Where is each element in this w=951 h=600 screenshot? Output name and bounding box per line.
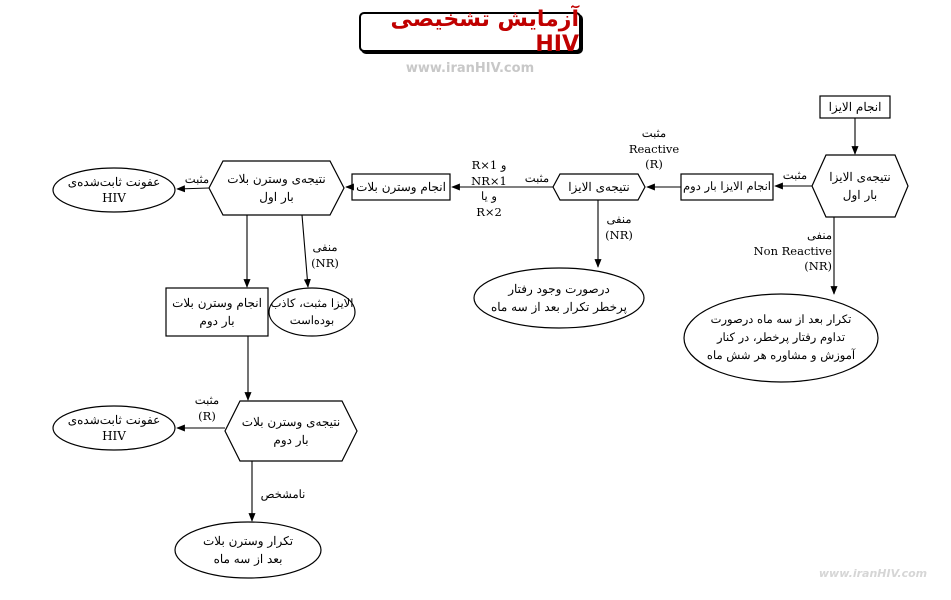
node-confirmed-first-shape <box>52 167 176 213</box>
node-wb-result-second-shape <box>224 400 358 462</box>
node-do-elisa-second: انجام الایزا بار دوم <box>683 179 771 194</box>
edge-label-positive-reactive: مثبت Reactive (R) <box>628 126 680 172</box>
node-do-elisa-second-shape <box>680 173 774 201</box>
node-repeat-wb-shape <box>174 521 322 579</box>
node-repeat-wb: تکرار وسترن بلات بعد از سه ماه <box>202 534 294 566</box>
node-confirmed-first: عفونت ثابت‌شده‌ی HIV <box>67 174 161 205</box>
node-elisa-false-positive: الایزا مثبت، کاذب بوده‌است <box>270 296 354 327</box>
node-repeat-counsel-shape <box>683 293 879 383</box>
edge-label-negative-wb1: منفی (NR) <box>311 240 339 270</box>
node-do-western-blot-shape <box>351 173 451 201</box>
edge-label-positive-first: مثبت <box>782 168 808 182</box>
node-elisa-result-first: نتیجه‌ی الایزا بار اول <box>829 170 891 202</box>
node-repeat-after-risk-shape <box>473 267 645 329</box>
node-elisa-false-positive-shape <box>268 287 356 337</box>
node-confirmed-second-shape <box>52 405 176 451</box>
edge-label-indeterminate: نامشخص <box>260 487 306 501</box>
edge-label-r-combination: R×1 و NR×1 و یا R×2 <box>471 158 507 219</box>
website-url: www.iranHIV.com <box>405 61 535 76</box>
node-do-western-blot: انجام وسترن بلات <box>356 180 446 194</box>
edge-label-positive-wb2: مثبت (R) <box>194 393 220 423</box>
node-elisa-result: نتیجه‌ی الایزا <box>568 180 630 194</box>
edge-label-negative-elisa: منفی (NR) <box>605 212 633 242</box>
node-do-wb-second-shape <box>165 287 269 337</box>
node-repeat-after-risk: درصورت وجود رفتار پرخطر تکرار بعد از سه … <box>490 282 628 314</box>
node-do-wb-second: انجام وسترن بلات بار دوم <box>172 296 262 328</box>
node-wb-result-second: نتیجه‌ی وسترن بلات بار دوم <box>241 415 341 447</box>
arrow-wb-result-to-false-positive <box>301 214 311 288</box>
arrow-wb-result-to-confirmed <box>176 185 210 193</box>
node-wb-result-first: نتیجه‌ی وسترن بلات بار اول <box>227 172 326 204</box>
node-start-elisa: انجام الایزا <box>828 100 882 114</box>
edge-label-positive-elisa: مثبت <box>524 171 550 185</box>
edge-label-positive-wb1: مثبت <box>184 172 210 186</box>
edge-label-negative-nonreactive: منفی Non Reactive (NR) <box>753 228 832 274</box>
node-repeat-counsel: تکرار بعد از سه ماه درصورت تداوم رفتار پ… <box>706 312 856 362</box>
watermark: www.iranHIV.com <box>818 567 928 580</box>
node-confirmed-second: عفونت ثابت‌شده‌ی HIV <box>67 412 161 443</box>
